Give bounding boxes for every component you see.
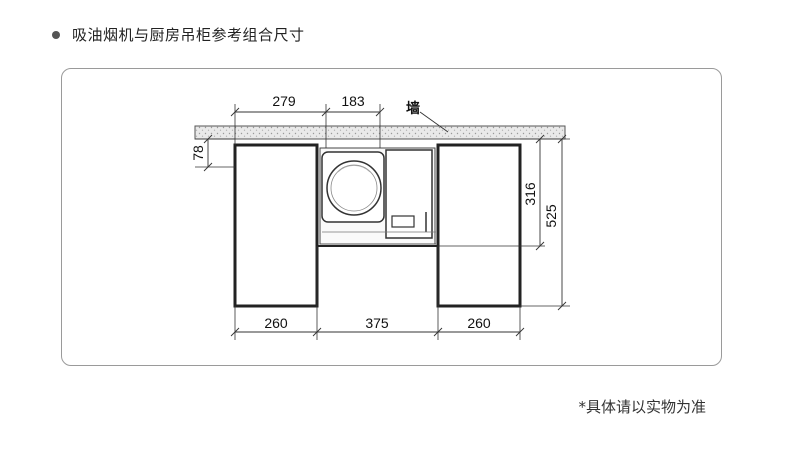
section-header: 吸油烟机与厨房吊柜参考组合尺寸 [52,24,305,45]
left-cabinet [233,143,319,308]
fan-icon [326,160,382,216]
bullet-icon [52,30,60,39]
dim-left-height: 78 [190,145,206,161]
section-title: 吸油烟机与厨房吊柜参考组合尺寸 [72,26,305,44]
dim-top-right: 183 [341,93,365,109]
dim-bottom-right: 260 [467,315,491,331]
wall-label: 墙 [406,100,420,116]
dim-top-left: 279 [272,93,296,109]
dim-bottom-left: 260 [264,315,288,331]
dim-cabinet-height: 525 [543,204,559,228]
footnote: *具体请以实物为准 [578,398,706,416]
right-cabinet [436,143,522,308]
diagram-frame [61,68,722,366]
range-hood [316,145,439,247]
dim-bottom-middle: 375 [365,315,389,331]
dim-hood-height: 316 [522,182,538,206]
